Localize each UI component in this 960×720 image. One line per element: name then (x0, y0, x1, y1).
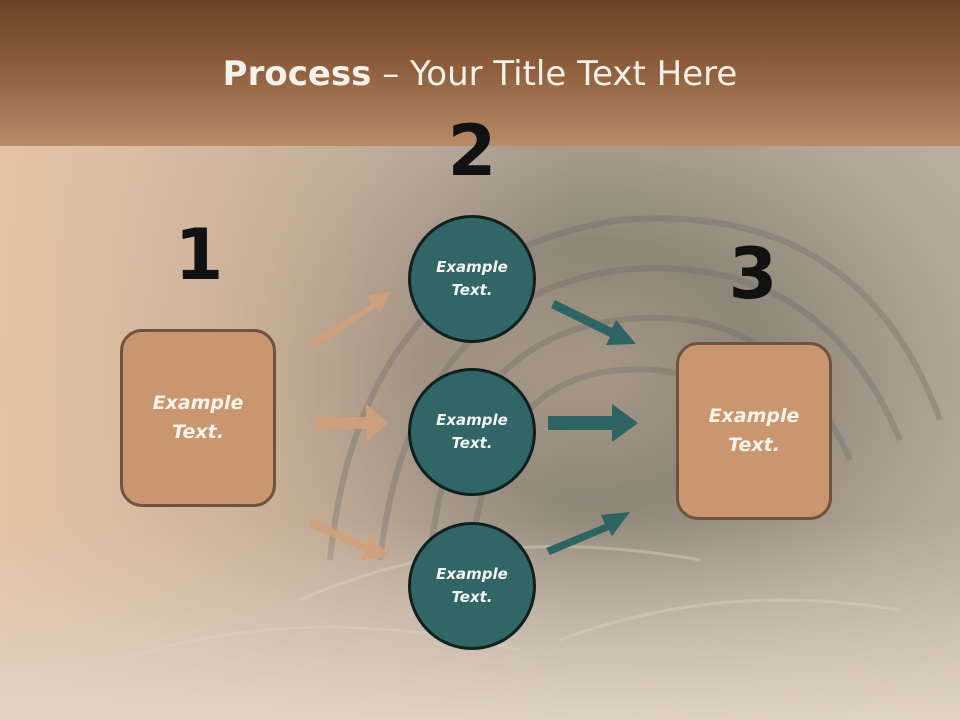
process-circle-bottom-label: Example Text. (436, 565, 508, 606)
process-circle-middle[interactable]: Example Text. (408, 368, 536, 496)
process-box-right-label: Example Text. (708, 405, 800, 456)
process-box-right[interactable]: Example Text. (676, 342, 832, 520)
step-number-3: 3 (728, 233, 778, 315)
arrow-up-right-teal (546, 512, 630, 555)
process-circle-top[interactable]: Example Text. (408, 215, 536, 343)
process-circle-middle-label: Example Text. (436, 411, 508, 452)
title-rest-part: Your Title Text Here (410, 54, 738, 94)
title-bar (0, 0, 960, 146)
title-bold-part: Process (222, 54, 372, 94)
slide-title[interactable]: Process – Your Title Text Here (0, 52, 960, 96)
step-number-1: 1 (174, 214, 224, 296)
title-dash: – (371, 54, 411, 94)
process-box-left-label: Example Text. (152, 392, 244, 443)
arrow-up-right-tan (310, 292, 390, 348)
arrow-right-teal (548, 404, 638, 442)
step-number-2: 2 (447, 110, 497, 192)
process-circle-bottom[interactable]: Example Text. (408, 522, 536, 650)
arrow-down-right-teal (551, 300, 636, 345)
process-circle-top-label: Example Text. (436, 258, 508, 299)
arrow-down-right-tan (308, 518, 390, 560)
process-box-left[interactable]: Example Text. (120, 329, 276, 507)
arrow-right-tan (314, 404, 388, 442)
